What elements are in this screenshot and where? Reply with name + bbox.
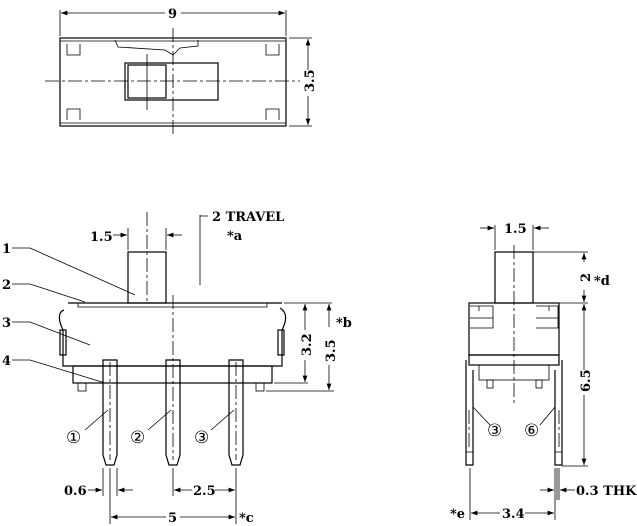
side-pin-label-6: ⑥: [524, 421, 539, 441]
side-pin-span-dim: 3.4: [502, 507, 525, 522]
note-c: *c: [239, 511, 254, 526]
body-height-dim: 3.2: [300, 333, 315, 356]
actuator-width-dim: 1.5: [90, 230, 113, 245]
side-total-height-dim: 6.5: [579, 369, 594, 392]
front-view: 1 2 3 4 ① ② ③ 1.5 2 TRAVEL *a 3.2 3.5 *b…: [2, 210, 352, 526]
top-width-dim: 9: [168, 7, 177, 22]
pin-label-1: ①: [66, 428, 81, 448]
actuator-height-dim: 2: [579, 273, 594, 282]
pin-label-3: ③: [194, 428, 209, 448]
note-e: *e: [450, 507, 465, 522]
total-height-dim: 3.5: [324, 339, 339, 362]
note-b: *b: [336, 316, 352, 331]
pin-width-dim: 0.6: [64, 484, 87, 499]
travel-dim: 2 TRAVEL: [212, 210, 284, 225]
pin-label-2: ②: [130, 428, 145, 448]
thickness-dim: 0.3 THK: [576, 484, 637, 499]
side-actuator-width-dim: 1.5: [504, 222, 527, 237]
part-label-3: 3: [2, 316, 11, 331]
pin-span-dim: 5: [168, 511, 177, 526]
side-view: ③ ⑥ 1.5 2 *d 6.5 0.3 THK 3.4 *e: [450, 222, 637, 522]
part-label-2: 2: [2, 278, 11, 293]
side-pin-label-3: ③: [487, 421, 502, 441]
part-label-1: 1: [2, 242, 11, 257]
pin-pitch-dim: 2.5: [193, 484, 216, 499]
part-label-4: 4: [2, 354, 11, 369]
top-height-dim: 3.5: [303, 69, 318, 92]
note-d: *d: [594, 274, 610, 289]
top-view: 9 3.5: [45, 7, 318, 135]
note-a: *a: [227, 229, 243, 244]
